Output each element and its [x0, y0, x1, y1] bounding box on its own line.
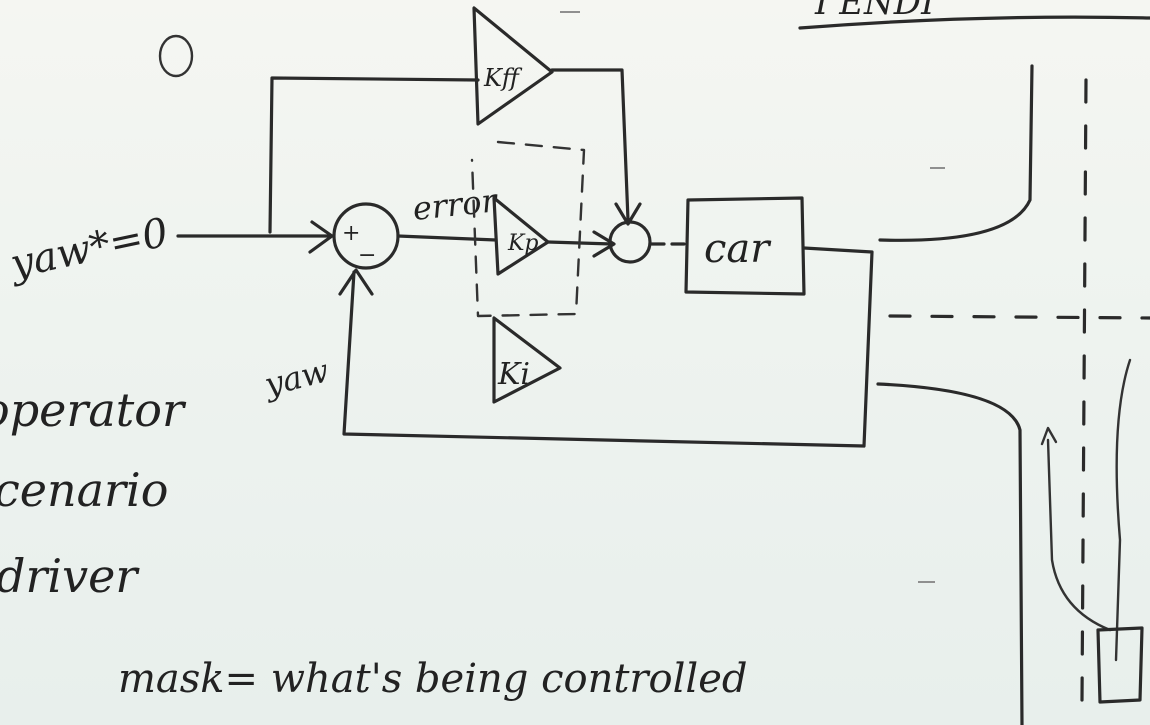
sum-minus: − — [358, 243, 376, 268]
feedback-arrowhead — [340, 270, 372, 294]
road-upper-edge — [880, 66, 1032, 240]
gain-p-label: Kp — [507, 231, 539, 256]
small-circle — [160, 36, 192, 76]
note-operator: operator — [0, 383, 187, 437]
input-label: yaw*=0 — [5, 210, 173, 289]
road-lane-line — [1082, 80, 1086, 700]
error-line — [398, 236, 496, 240]
road-center-line — [890, 316, 1150, 318]
road-lower-edge — [878, 384, 1022, 725]
note-scenario: cenario — [0, 463, 168, 517]
road-path-curve — [1116, 360, 1130, 660]
summing-junction-2 — [610, 222, 650, 262]
feedforward-to-sum — [552, 70, 628, 220]
error-label: error — [411, 181, 500, 228]
gain-i-label: Ki — [497, 357, 530, 392]
feedback-path — [344, 248, 872, 446]
note-mask: mask= what's being controlled — [118, 656, 747, 702]
trajectory-arrow — [1048, 440, 1110, 630]
feedback-label: yaw — [259, 351, 333, 404]
dashed-box — [472, 142, 584, 316]
car-sketch — [1098, 628, 1142, 702]
gain-ff-label: Kff — [483, 64, 523, 92]
car-label: car — [704, 226, 772, 272]
note-driver: driver — [0, 549, 140, 603]
